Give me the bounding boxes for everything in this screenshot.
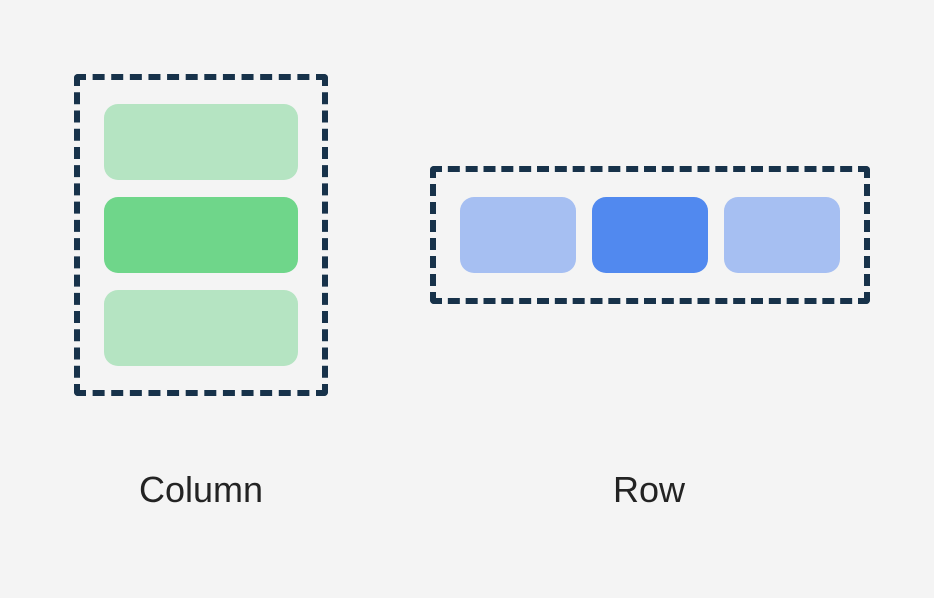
column-item-2 [104, 197, 298, 273]
column-item-3 [104, 290, 298, 366]
column-container-frame [74, 74, 328, 396]
row-item-2 [592, 197, 708, 273]
row-item-1 [460, 197, 576, 273]
row-container-frame [430, 166, 870, 304]
row-item-3 [724, 197, 840, 273]
column-label: Column [138, 469, 264, 510]
column-item-1 [104, 104, 298, 180]
row-label: Row [612, 469, 686, 510]
